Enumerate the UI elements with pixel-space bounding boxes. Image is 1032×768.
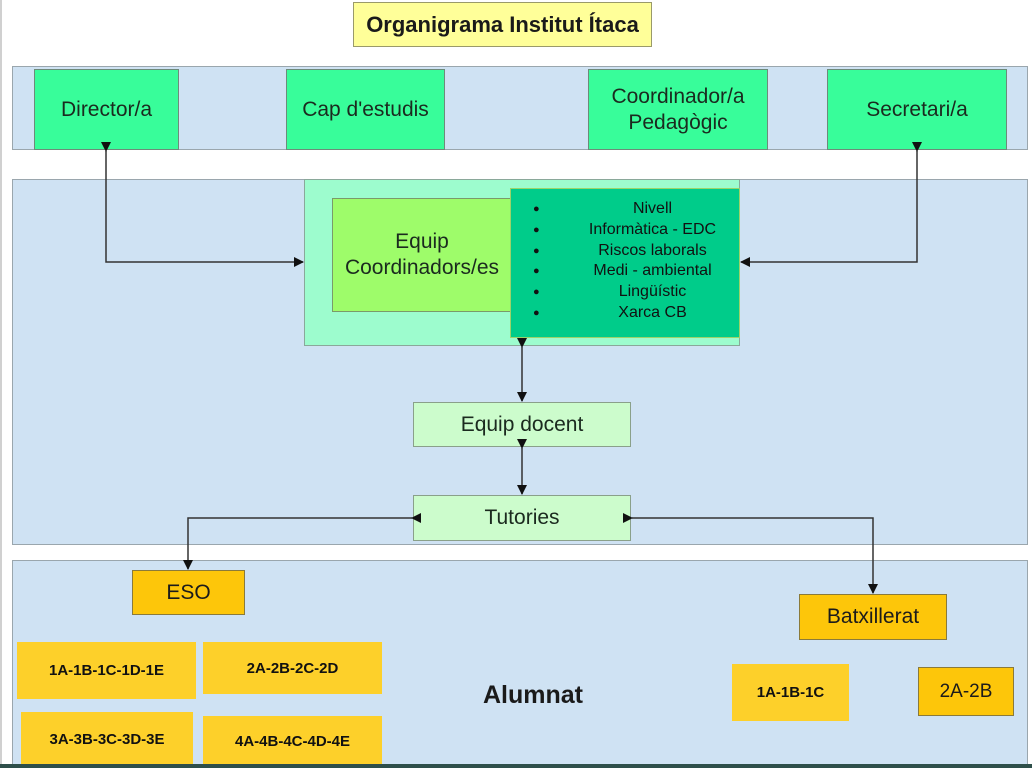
connector-secretari-coordination [740, 142, 922, 267]
role-coordinador-line2: Pedagògic [628, 110, 728, 134]
batx-group-2: 2A-2B [918, 667, 1014, 716]
chart-title: Organigrama Institut Ítaca [353, 2, 652, 47]
role-coordinador-pedagogic: Coordinador/a Pedagògic [588, 69, 768, 150]
eso-group-2: 2A-2B-2C-2D [203, 642, 382, 694]
role-coordinador-line1: Coordinador/a [611, 84, 745, 108]
tutorials-label: Tutories [484, 506, 560, 529]
eso-group-1-label: 1A-1B-1C-1D-1E [48, 662, 165, 679]
connector-tutorials-eso [183, 513, 421, 570]
role-secretari-label: Secretari/a [866, 97, 968, 121]
taskbar-strip [0, 764, 1032, 768]
coordination-item: Xarca CB [533, 303, 739, 324]
stage-batxillerat: Batxillerat [799, 594, 947, 640]
coordination-item: Riscos laborals [533, 241, 739, 262]
stage-batxillerat-label: Batxillerat [826, 605, 920, 628]
role-secretari: Secretari/a [827, 69, 1007, 150]
connector-tutorials-batxillerat [623, 513, 878, 594]
coordination-list: Nivell Informàtica - EDC Riscos laborals… [510, 188, 740, 338]
role-director-label: Director/a [60, 97, 153, 121]
batx-group-2-label: 2A-2B [939, 680, 993, 702]
stage-eso: ESO [132, 570, 245, 615]
role-director: Director/a [34, 69, 179, 150]
coordination-item: Lingüístic [533, 282, 739, 303]
coordination-team-line1: Equip [395, 230, 449, 253]
page-edge [0, 0, 2, 768]
batx-group-1-label: 1A-1B-1C [756, 684, 825, 701]
teaching-team-label: Equip docent [460, 412, 584, 436]
coordination-item: Informàtica - EDC [533, 220, 739, 241]
eso-group-3: 3A-3B-3C-3D-3E [21, 712, 193, 766]
connector-director-coordination [101, 142, 304, 267]
coordination-team: Equip Coordinadors/es [332, 198, 516, 312]
stage-eso-label: ESO [166, 580, 211, 604]
role-cap-estudis-label: Cap d'estudis [302, 97, 429, 121]
eso-group-2-label: 2A-2B-2C-2D [246, 659, 339, 677]
coordination-item: Nivell [533, 199, 739, 220]
eso-group-4: 4A-4B-4C-4D-4E [203, 716, 382, 766]
eso-group-1: 1A-1B-1C-1D-1E [17, 642, 196, 699]
chart-title-text: Organigrama Institut Ítaca [366, 11, 639, 37]
eso-group-3-label: 3A-3B-3C-3D-3E [49, 730, 165, 748]
students-label: Alumnat [483, 681, 583, 709]
role-cap-estudis: Cap d'estudis [286, 69, 445, 150]
batx-group-1: 1A-1B-1C [732, 664, 849, 721]
coordination-item: Medi - ambiental [533, 261, 739, 282]
tutorials: Tutories [413, 495, 631, 541]
coordination-team-line2: Coordinadors/es [344, 256, 500, 279]
eso-group-4-label: 4A-4B-4C-4D-4E [234, 732, 351, 750]
